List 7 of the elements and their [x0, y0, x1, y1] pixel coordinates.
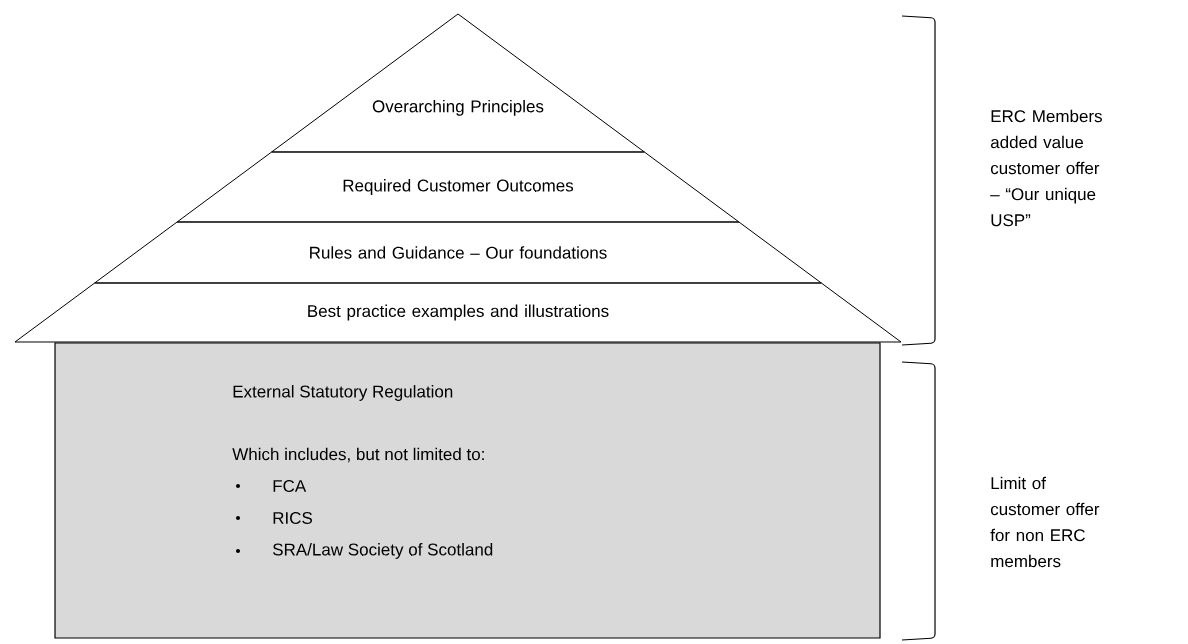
roof-band: Overarching Principles — [271, 13, 645, 153]
roof-band: Required Customer Outcomes — [176, 151, 740, 223]
roof-band: Rules and Guidance – Our foundations — [94, 221, 822, 284]
side-note: ERC Members added value customer offer – “Our unique USP” — [990, 109, 1102, 227]
side-note: Limit of customer offer for non ERC members — [990, 476, 1100, 568]
roof-band: Best practice examples and illustrations — [14, 282, 902, 343]
regulation-box: External Statutory Regulation Which includes, but not limited to: FCA RICS SRA/Law Society of Scotland — [54, 342, 881, 639]
